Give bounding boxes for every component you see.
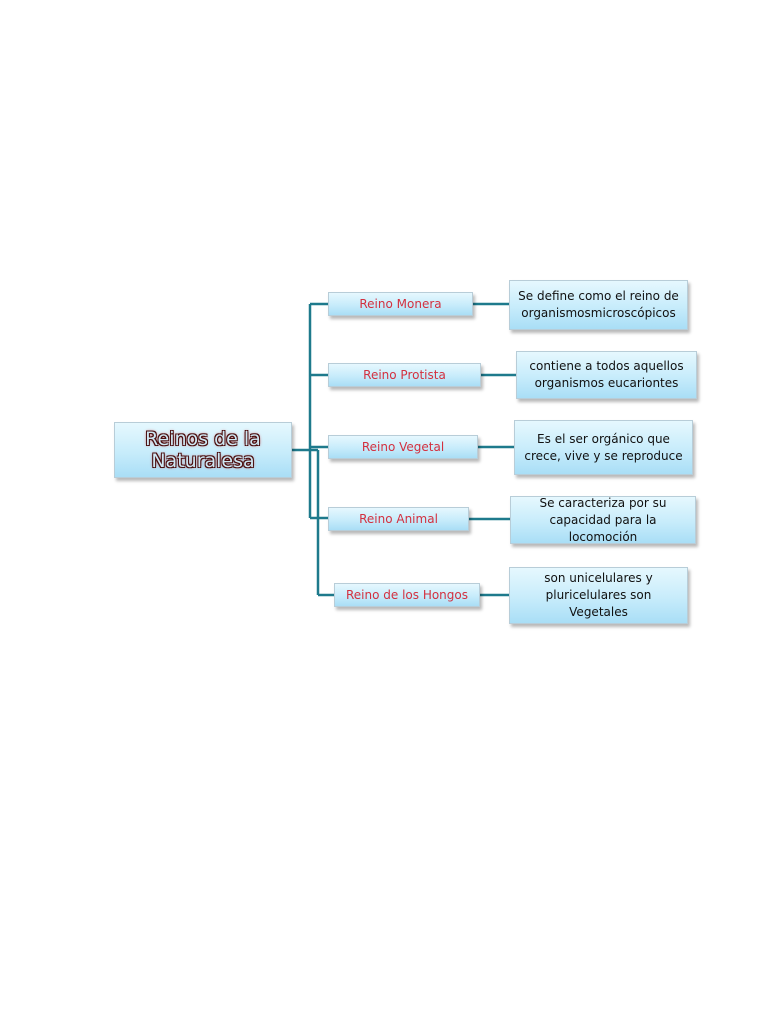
description-node-protista: contiene a todos aquellos organismos euc… [516,351,697,399]
description-node-vegetal: Es el ser orgánico que crece, vive y se … [514,420,693,475]
kingdom-node-vegetal: Reino Vegetal [328,435,478,459]
kingdom-node-protista: Reino Protista [328,363,481,387]
kingdom-node-monera: Reino Monera [328,292,473,316]
kingdom-node-animal: Reino Animal [328,507,469,531]
description-node-hongos: son unicelulares y pluricelulares son Ve… [509,567,688,624]
root-node: Reinos de la Naturalesa [114,422,292,478]
description-node-animal: Se caracteriza por su capacidad para la … [510,496,696,544]
description-node-monera: Se define como el reino de organismosmic… [509,280,688,330]
kingdom-node-hongos: Reino de los Hongos [334,583,480,607]
